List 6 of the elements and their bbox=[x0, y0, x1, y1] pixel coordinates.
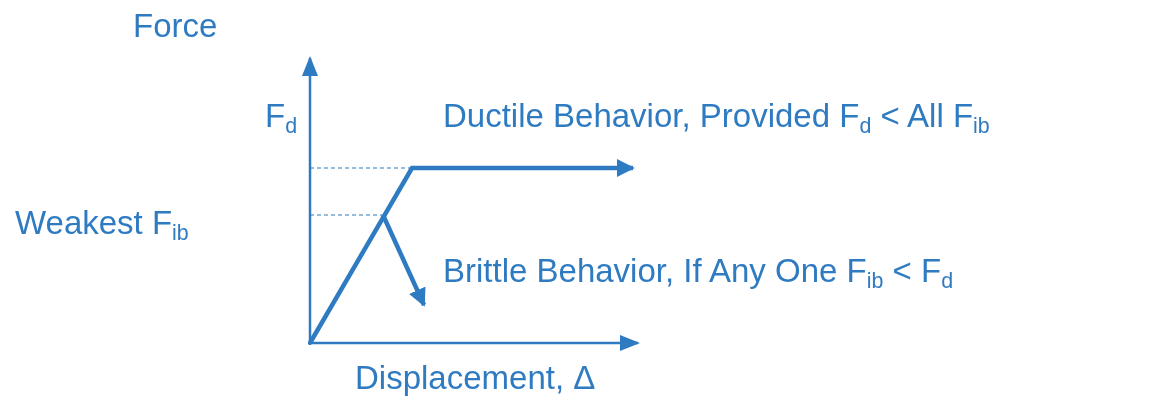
axis-label: Weakest F$_{ib}$ bbox=[15, 205, 189, 246]
curve-label: Brittle Behavior, If Any One F$_{ib}$ < F$_{d}$ bbox=[443, 253, 954, 294]
curve-label: Ductile Behavior, Provided F$_{d}$ < All F$_{ib}$ bbox=[443, 98, 990, 139]
axis-title: Displacement, Δ bbox=[355, 360, 596, 397]
axis-label: F$_{d}$ bbox=[265, 98, 298, 139]
axis-title: Force bbox=[133, 8, 218, 45]
